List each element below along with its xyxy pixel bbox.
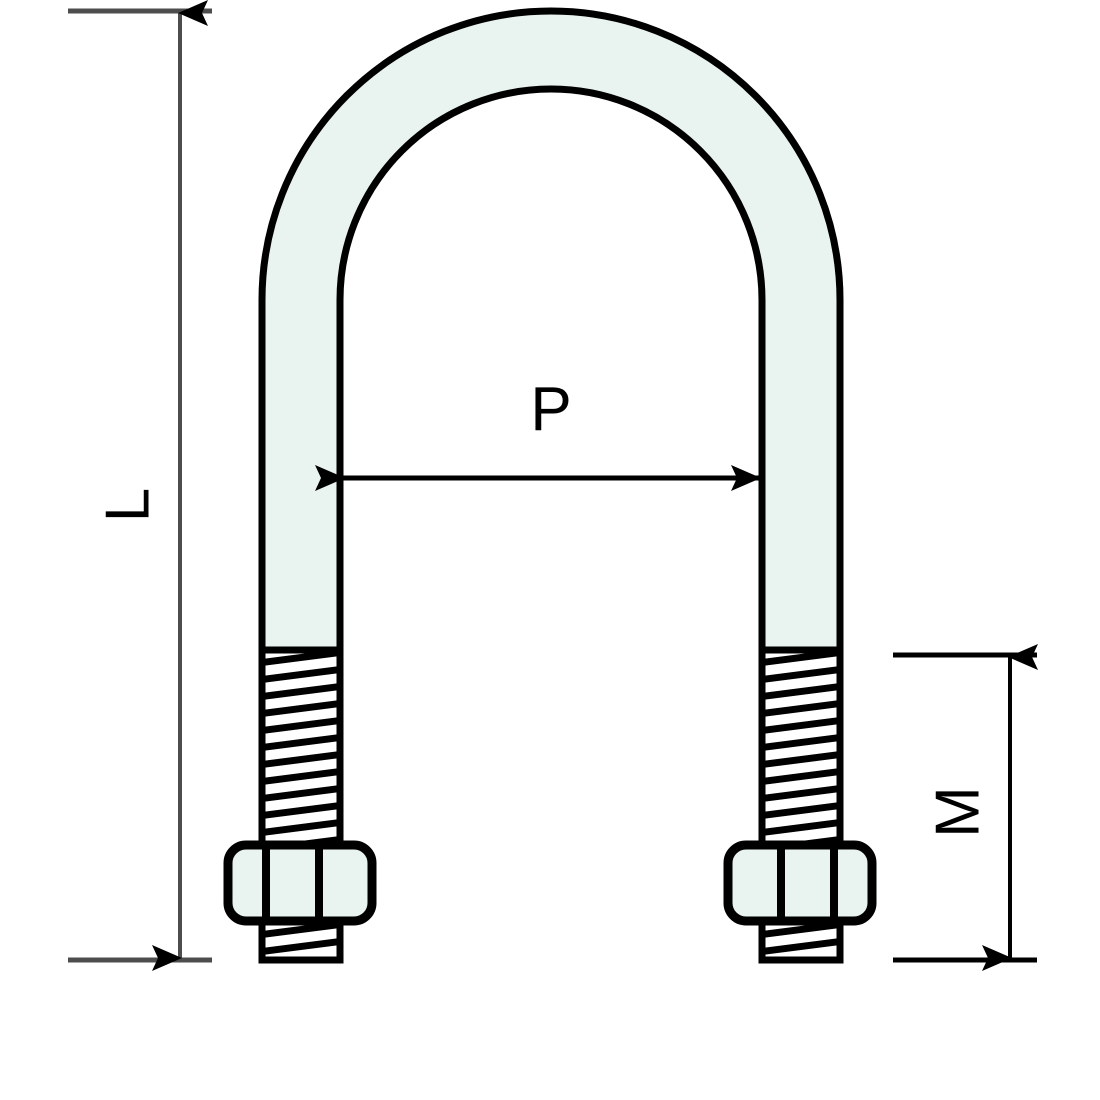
- u-bend-shape: [258, 7, 844, 664]
- left-shank-outline: [258, 646, 344, 964]
- right-shank-outline: [758, 646, 844, 964]
- dimension-L-label: L: [94, 488, 163, 522]
- left-threaded-shank: [258, 646, 344, 964]
- dimension-P-label: P: [530, 375, 571, 444]
- dimension-P: P: [315, 375, 761, 491]
- dimension-L: L: [68, 0, 212, 971]
- right-nut: [723, 840, 877, 926]
- left-nut: [223, 840, 377, 926]
- dimension-M-label: M: [924, 786, 993, 838]
- dimension-M: M: [893, 644, 1038, 971]
- right-nut-outline: [723, 840, 877, 926]
- left-nut-outline: [223, 840, 377, 926]
- u-bolt-body: [223, 7, 877, 964]
